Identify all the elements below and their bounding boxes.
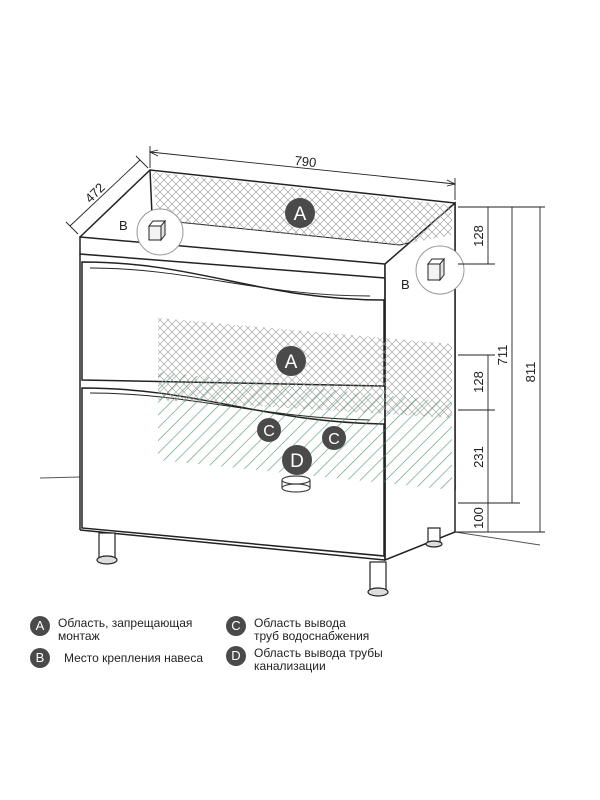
marker-d: D: [282, 445, 312, 475]
dim-pipe-zone: 231: [471, 446, 486, 468]
bracket-callout-left: [136, 208, 184, 256]
marker-a-middle: A: [276, 346, 306, 376]
legend-d-line2: канализации: [254, 659, 326, 673]
marker-b-left: B: [119, 218, 128, 233]
legend-c-line2: труб водоснабжения: [254, 629, 370, 643]
legend-b-line1: Место крепления навеса: [64, 651, 203, 665]
vanity-cabinet-diagram: B B A A C C D: [39, 146, 545, 597]
dim-depth: 472: [82, 180, 108, 206]
marker-c-left: C: [257, 418, 281, 442]
dimension-lines: [65, 146, 545, 533]
floor-lines: [39, 476, 541, 546]
dim-drawer-zone: 128: [471, 371, 486, 393]
legend-badge-c: C: [226, 616, 246, 636]
legend-badge-d: D: [226, 646, 246, 666]
legend-badge-a: A: [30, 616, 50, 636]
drain-pipe-ring: [281, 475, 311, 493]
legend-a-line2: монтаж: [58, 629, 100, 643]
legend-badge-b: B: [30, 648, 50, 668]
svg-text:D: D: [290, 451, 304, 472]
legend-item-b: B Место крепления навеса: [30, 648, 203, 668]
legend-c-line1: Область вывода: [254, 616, 346, 630]
dim-total-height: 811: [523, 362, 538, 383]
bracket-callout-right: [415, 245, 465, 295]
svg-text:C: C: [263, 423, 275, 440]
svg-text:A: A: [285, 352, 298, 373]
marker-c-right: C: [322, 426, 346, 450]
legend-item-d: D Область вывода трубы канализации: [226, 646, 383, 673]
legend-a-line1: Область, запрещающая: [58, 616, 193, 630]
dim-top-zone: 128: [471, 225, 486, 247]
water-pipe-zone: [158, 372, 452, 490]
marker-a-top: A: [285, 198, 315, 228]
svg-text:C: C: [328, 431, 340, 448]
dim-leg-height: 100: [471, 507, 486, 529]
marker-b-right: B: [401, 277, 410, 292]
dim-body-height: 711: [495, 345, 510, 366]
legend: A Область, запрещающая монтаж B Место кр…: [0, 600, 600, 690]
dim-width: 790: [294, 153, 317, 170]
legend-d-line1: Область вывода трубы: [254, 646, 383, 660]
legend-item-a: A Область, запрещающая монтаж: [30, 616, 192, 643]
legend-item-c: C Область вывода труб водоснабжения: [226, 616, 369, 643]
cabinet-legs: [96, 527, 443, 597]
svg-text:A: A: [294, 204, 307, 225]
